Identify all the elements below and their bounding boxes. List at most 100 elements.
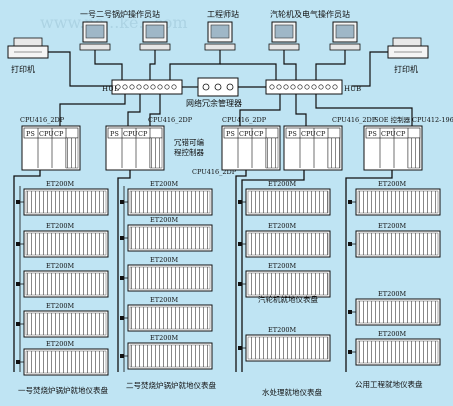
bus-connector xyxy=(120,316,124,320)
et200m-rack: ET200M xyxy=(16,262,109,298)
io-slots xyxy=(65,137,79,169)
bus-connector xyxy=(16,322,20,326)
et200m-slots xyxy=(129,344,211,368)
module-label: CP xyxy=(396,130,406,138)
et200m-rack: ET200M xyxy=(120,180,213,216)
computer-icon xyxy=(329,21,361,51)
panel-boiler2-label: 二号焚烧炉锅炉就地仪表盘 xyxy=(126,380,216,390)
hub-port xyxy=(318,84,324,90)
hub-port xyxy=(297,84,303,90)
hub-port xyxy=(150,84,156,90)
hub-port xyxy=(290,84,296,90)
io-slots xyxy=(407,137,421,169)
et200m-label: ET200M xyxy=(378,222,406,230)
et200m-rack: ET200M xyxy=(120,216,213,252)
et200m-rack: ET200M xyxy=(238,326,331,362)
et200m-slots xyxy=(357,300,439,324)
bus-connector xyxy=(120,200,124,204)
et200m-slots xyxy=(25,190,107,214)
profibus-line xyxy=(13,170,41,372)
bus-connector xyxy=(120,354,124,358)
et200m-label: ET200M xyxy=(268,180,296,188)
et200m-rack: ET200M xyxy=(120,334,213,370)
hub-port xyxy=(332,84,338,90)
module-label: CP xyxy=(54,130,64,138)
et200m-slots xyxy=(357,232,439,256)
computer-icon xyxy=(79,21,111,51)
et200m-label: ET200M xyxy=(150,180,178,188)
cpu-label: CPU416_2DP xyxy=(20,116,65,124)
et200m-rack: ET200M xyxy=(348,222,441,258)
et200m-rack: ET200M xyxy=(238,262,331,298)
et200m-rack: ET200M xyxy=(238,180,331,216)
et200m-slots xyxy=(247,190,329,214)
et200m-rack: ET200M xyxy=(348,290,441,326)
hub-port xyxy=(115,84,121,90)
hub-port xyxy=(122,84,128,90)
printer-right-label: 打印机 xyxy=(394,64,418,74)
et200m-rack: ET200M xyxy=(238,222,331,258)
cpu412-label: CPU412-196K xyxy=(412,116,453,124)
module-label: CPU xyxy=(39,130,54,138)
module-label: CPU xyxy=(301,130,316,138)
et200m-rack: ET200M xyxy=(348,180,441,216)
bus-connector xyxy=(348,350,352,354)
printer-icon xyxy=(7,37,49,59)
et200m-rack: ET200M xyxy=(16,180,109,216)
module-label: CPU xyxy=(239,130,254,138)
et200m-label: ET200M xyxy=(46,180,74,188)
hub-port xyxy=(269,84,275,90)
computer-icon xyxy=(139,21,171,51)
rack-header xyxy=(107,127,163,139)
bus-connector xyxy=(16,360,20,364)
module-label: PS xyxy=(26,130,35,138)
station-turbine-label: 汽轮机及电气操作员站 xyxy=(270,9,350,19)
cpu-label: CPU416_2DP xyxy=(222,116,267,124)
et200m-label: ET200M xyxy=(46,340,74,348)
profibus-line xyxy=(241,170,305,372)
rack-header xyxy=(23,127,79,139)
profibus-line xyxy=(117,170,131,372)
station-engineer-label: 工程师站 xyxy=(207,9,239,19)
et200m-label: ET200M xyxy=(46,222,74,230)
cpu-label: CPU416_2DP xyxy=(192,168,237,176)
et200m-label: ET200M xyxy=(46,302,74,310)
redundant-plc-label: 冗错可编 xyxy=(174,137,204,147)
bus-connector xyxy=(348,200,352,204)
bus-connector xyxy=(120,236,124,240)
bus-connector xyxy=(238,346,242,350)
hub-left-label: HUB xyxy=(102,85,119,93)
io-slots xyxy=(149,137,163,169)
redundancy-manager xyxy=(197,77,239,97)
et200m-label: ET200M xyxy=(46,262,74,270)
module-label: PS xyxy=(110,130,119,138)
printer-left-label: 打印机 xyxy=(11,64,35,74)
bus-connector xyxy=(238,242,242,246)
station-boiler-label: 一号二号锅炉操作员站 xyxy=(80,9,160,19)
et200m-rack: ET200M xyxy=(120,296,213,332)
et200m-label: ET200M xyxy=(268,326,296,334)
bus-connector xyxy=(348,310,352,314)
cpu-label: CPU416_2DP xyxy=(148,116,193,124)
et200m-slots xyxy=(247,336,329,360)
hub-port xyxy=(304,84,310,90)
rack-header xyxy=(223,127,279,139)
hub-port xyxy=(129,84,135,90)
et200m-label: ET200M xyxy=(150,296,178,304)
computer-icon xyxy=(268,21,300,51)
computer-icon xyxy=(204,21,236,51)
hub-port xyxy=(283,84,289,90)
et200m-slots xyxy=(247,272,329,296)
rack-header xyxy=(365,127,421,139)
et200m-slots xyxy=(25,350,107,374)
controller-links xyxy=(59,94,413,126)
module-label: PS xyxy=(368,130,377,138)
redundancy-manager-label: 网络冗余管理器 xyxy=(186,98,242,108)
et200m-label: ET200M xyxy=(150,256,178,264)
module-label: CP xyxy=(254,130,264,138)
module-label: PS xyxy=(226,130,235,138)
